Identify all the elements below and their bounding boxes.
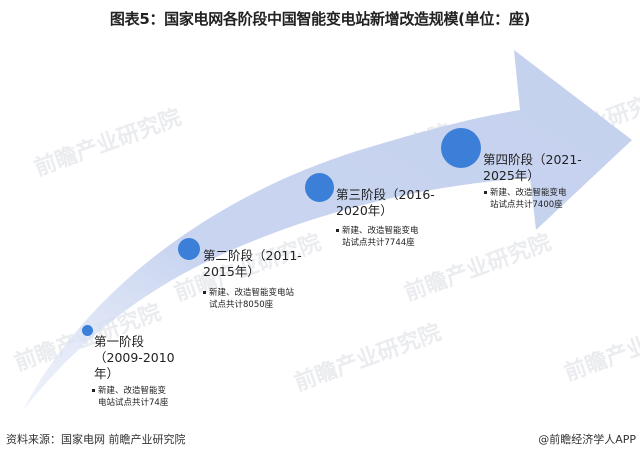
stage-3-marker [305, 173, 334, 202]
chart-title: 图表5：国家电网各阶段中国智能变电站新增改造规模(单位：座) [109, 10, 531, 28]
stage-4-title: 第四阶段（2021- 2025年） [483, 152, 582, 183]
stage-4-description: 新建、改造智能变电 站试点共计7400座 [484, 187, 567, 211]
stage-3-title: 第三阶段（2016- 2020年） [336, 187, 435, 218]
stage-1-marker [82, 325, 93, 336]
stage-4-marker [441, 128, 481, 168]
bullet-icon [92, 389, 95, 392]
bullet-icon [336, 229, 339, 232]
stage-3-description: 新建、改造智能变电 站试点共计7744座 [336, 225, 419, 249]
stage-2-marker [178, 238, 200, 260]
stage-2-description: 新建、改造智能变电站 试点共计8050座 [203, 287, 294, 311]
bullet-icon [203, 291, 206, 294]
credit-note: @前瞻经济学人APP [538, 433, 636, 446]
bullet-icon [484, 191, 487, 194]
source-note: 资料来源：国家电网 前瞻产业研究院 [6, 433, 186, 446]
stage-1-title: 第一阶段 （2009-2010 年） [94, 334, 175, 381]
stage-1-description: 新建、改造智能变 电站试点共计74座 [92, 385, 168, 409]
stage-2-title: 第二阶段（2011- 2015年） [203, 248, 302, 279]
